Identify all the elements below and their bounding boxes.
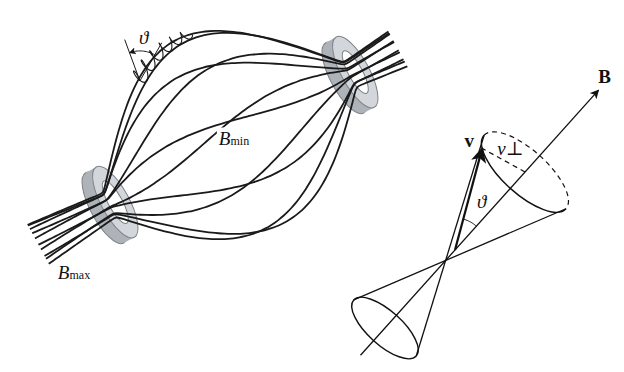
angle-arc xyxy=(130,51,155,55)
velocity-label: v xyxy=(462,130,476,151)
cone-generator xyxy=(354,209,566,300)
field-label: B xyxy=(596,66,613,87)
field-line xyxy=(46,50,399,259)
pitch-angle-label: ϑ xyxy=(137,27,150,48)
field-axis xyxy=(361,90,599,355)
magnetic-mirror xyxy=(28,30,408,264)
velocity-cone xyxy=(342,90,598,369)
field-line xyxy=(32,52,400,233)
pitch-angle-label: ϑ xyxy=(475,190,488,211)
field-maximum-label: Bmax xyxy=(56,262,92,283)
field-line xyxy=(38,61,404,244)
angle-arc xyxy=(463,219,476,226)
cone-generator xyxy=(416,135,484,356)
field-line xyxy=(45,66,408,256)
field-line xyxy=(28,42,394,225)
perpendicular-velocity-label: v⊥ xyxy=(495,137,525,158)
field-minimum-label: Bmin xyxy=(217,128,251,149)
